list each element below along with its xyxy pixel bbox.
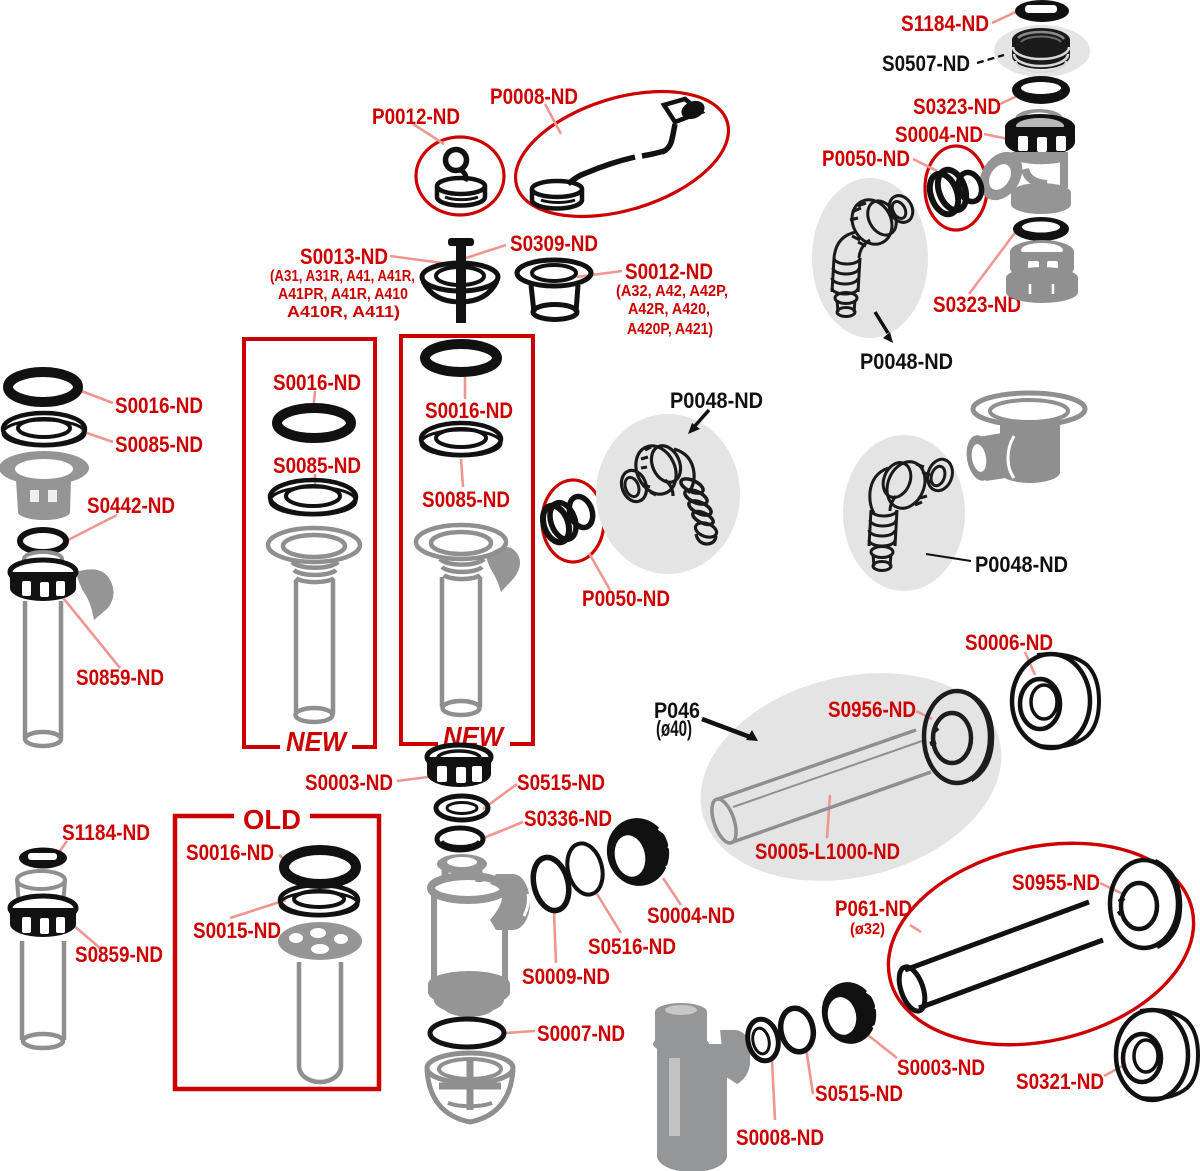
svg-text:P0048-ND: P0048-ND: [975, 552, 1068, 577]
svg-text:S0016-ND: S0016-ND: [425, 398, 513, 423]
svg-text:S0516-ND: S0516-ND: [588, 934, 676, 959]
svg-text:S0005-L1000-ND: S0005-L1000-ND: [755, 839, 900, 864]
svg-text:S0009-ND: S0009-ND: [522, 964, 610, 989]
svg-text:P0048-ND: P0048-ND: [670, 388, 763, 413]
svg-text:P0012-ND: P0012-ND: [372, 104, 460, 129]
svg-text:S0442-ND: S0442-ND: [87, 493, 175, 518]
svg-text:A41PR, A41R, A410: A41PR, A41R, A410: [278, 286, 408, 303]
svg-text:S0515-ND: S0515-ND: [517, 770, 605, 795]
svg-text:P0050-ND: P0050-ND: [582, 586, 670, 611]
svg-text:P0048-ND: P0048-ND: [860, 349, 953, 374]
svg-text:S1184-ND: S1184-ND: [901, 11, 989, 36]
svg-text:A420P, A421): A420P, A421): [627, 321, 713, 338]
svg-text:S0085-ND: S0085-ND: [115, 432, 203, 457]
svg-text:(A31, A31R, A41, A41R,: (A31, A31R, A41, A41R,: [270, 268, 415, 285]
svg-text:(ø32): (ø32): [850, 921, 885, 938]
svg-text:S0321-ND: S0321-ND: [1016, 1069, 1104, 1094]
svg-text:S0008-ND: S0008-ND: [736, 1125, 824, 1150]
svg-text:S0859-ND: S0859-ND: [76, 665, 164, 690]
svg-text:P0008-ND: P0008-ND: [490, 84, 578, 109]
svg-text:S0007-ND: S0007-ND: [537, 1021, 625, 1046]
svg-text:S0085-ND: S0085-ND: [422, 487, 510, 512]
svg-text:P061-ND: P061-ND: [835, 896, 912, 921]
svg-text:A42R, A420,: A42R, A420,: [628, 301, 710, 318]
svg-text:S0956-ND: S0956-ND: [828, 697, 916, 722]
svg-text:S1184-ND: S1184-ND: [62, 820, 150, 845]
svg-text:S0013-ND: S0013-ND: [300, 244, 388, 269]
svg-text:S0859-ND: S0859-ND: [75, 942, 163, 967]
svg-text:S0955-ND: S0955-ND: [1012, 870, 1100, 895]
svg-text:S0003-ND: S0003-ND: [305, 770, 393, 795]
svg-text:S0515-ND: S0515-ND: [815, 1081, 903, 1106]
svg-text:NEW: NEW: [286, 726, 348, 757]
svg-text:S0016-ND: S0016-ND: [273, 370, 361, 395]
svg-text:S0016-ND: S0016-ND: [115, 393, 203, 418]
svg-text:S0003-ND: S0003-ND: [897, 1055, 985, 1080]
svg-text:S0004-ND: S0004-ND: [895, 122, 983, 147]
svg-text:(ø40): (ø40): [656, 716, 692, 741]
svg-text:S0006-ND: S0006-ND: [965, 630, 1053, 655]
svg-text:S0004-ND: S0004-ND: [647, 903, 735, 928]
svg-text:S0015-ND: S0015-ND: [193, 918, 281, 943]
svg-text:S0309-ND: S0309-ND: [510, 231, 598, 256]
svg-text:S0085-ND: S0085-ND: [273, 453, 361, 478]
svg-text:S0016-ND: S0016-ND: [186, 840, 274, 865]
svg-text:S0012-ND: S0012-ND: [625, 259, 713, 284]
svg-text:S0507-ND: S0507-ND: [882, 51, 970, 76]
svg-text:P0050-ND: P0050-ND: [822, 146, 910, 171]
svg-text:S0336-ND: S0336-ND: [524, 806, 612, 831]
svg-text:OLD: OLD: [243, 804, 301, 835]
svg-text:P046: P046: [654, 698, 700, 723]
svg-text:S0323-ND: S0323-ND: [933, 292, 1021, 317]
svg-text:(A32, A42, A42P,: (A32, A42, A42P,: [616, 283, 728, 300]
svg-text:A410R, A411): A410R, A411): [287, 304, 400, 321]
svg-text:S0323-ND: S0323-ND: [913, 94, 1001, 119]
